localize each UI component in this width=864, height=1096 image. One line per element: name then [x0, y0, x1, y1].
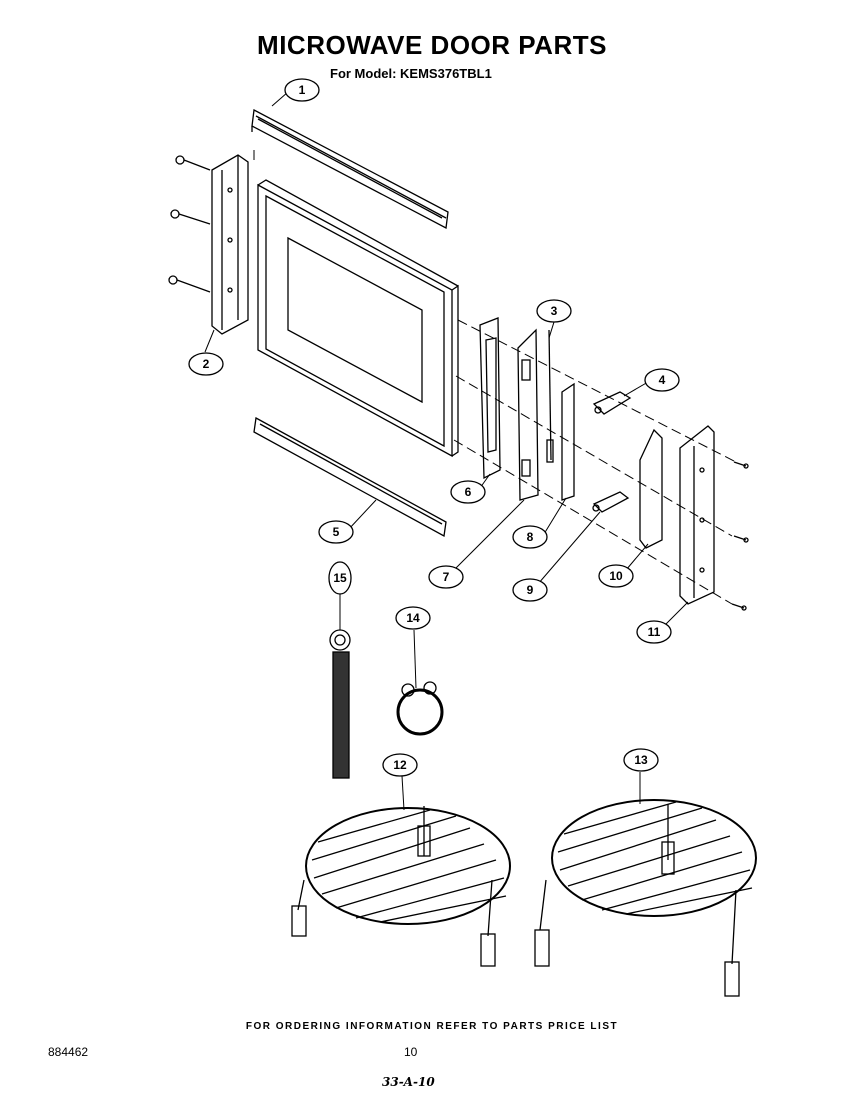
callout-label: 13	[634, 753, 648, 767]
callout-label: 2	[203, 357, 210, 371]
part-8-slide-bracket	[561, 382, 575, 501]
callout-label: 9	[527, 583, 534, 597]
alignment-lines	[453, 319, 737, 605]
page-number: 10	[404, 1045, 418, 1059]
callout-label: 15	[333, 571, 347, 585]
callout-label: 5	[333, 525, 340, 539]
model-subtitle: For Model: KEMS376TBL1	[330, 66, 492, 81]
callout-10: 10	[598, 564, 634, 588]
callout-label: 7	[443, 570, 450, 584]
ordering-info-note: FOR ORDERING INFORMATION REFER TO PARTS …	[245, 1021, 619, 1032]
part-2-hinge-bracket	[211, 154, 249, 335]
callout-13: 13	[623, 748, 659, 772]
callout-15: 15	[328, 561, 352, 595]
callout-7: 7	[428, 565, 464, 589]
callout-label: 8	[527, 530, 534, 544]
callout-label: 3	[551, 304, 558, 318]
page-title: MICROWAVE DOOR PARTS	[257, 30, 607, 60]
callout-6: 6	[450, 480, 486, 504]
document-number: 884462	[48, 1045, 89, 1059]
callout-14: 14	[395, 606, 431, 630]
part-15-threaded-rod	[329, 629, 351, 779]
callout-4: 4	[644, 368, 680, 392]
screw	[731, 461, 749, 611]
callout-label: 6	[465, 485, 472, 499]
callout-11: 11	[636, 620, 672, 644]
part-13-cooking-rack	[534, 799, 757, 997]
callout-5: 5	[318, 520, 354, 544]
callout-label: 14	[406, 611, 420, 625]
callout-1: 1	[284, 78, 320, 102]
callout-12: 12	[382, 753, 418, 777]
callouts: 1 2 3 4 5 6 7 8 9 10 11 12 13 14 15	[188, 78, 680, 777]
part-9-latch-lever	[592, 491, 630, 513]
part-14-clip	[396, 681, 444, 736]
part-3-spring	[546, 329, 554, 463]
callout-8: 8	[512, 525, 548, 549]
part-6-latch-bracket	[479, 317, 501, 480]
part-4-latch-hook	[592, 391, 632, 415]
door-frame	[257, 179, 459, 458]
callout-3: 3	[536, 299, 572, 323]
callout-label: 11	[648, 625, 661, 639]
part-5-bottom-trim	[253, 416, 447, 538]
callout-2: 2	[188, 352, 224, 376]
callout-label: 1	[299, 83, 306, 97]
leader-lines	[204, 91, 689, 811]
handwritten-code: 33-A-10	[382, 1075, 435, 1089]
screw	[168, 155, 211, 293]
part-11-hinge-plate	[679, 425, 715, 605]
part-12-cooking-rack	[291, 806, 511, 967]
callout-9: 9	[512, 578, 548, 602]
callout-label: 10	[609, 569, 623, 583]
callout-label: 4	[659, 373, 666, 387]
part-1-top-trim	[251, 108, 449, 230]
part-7-latch-plate	[517, 328, 539, 501]
callout-label: 12	[393, 758, 407, 772]
